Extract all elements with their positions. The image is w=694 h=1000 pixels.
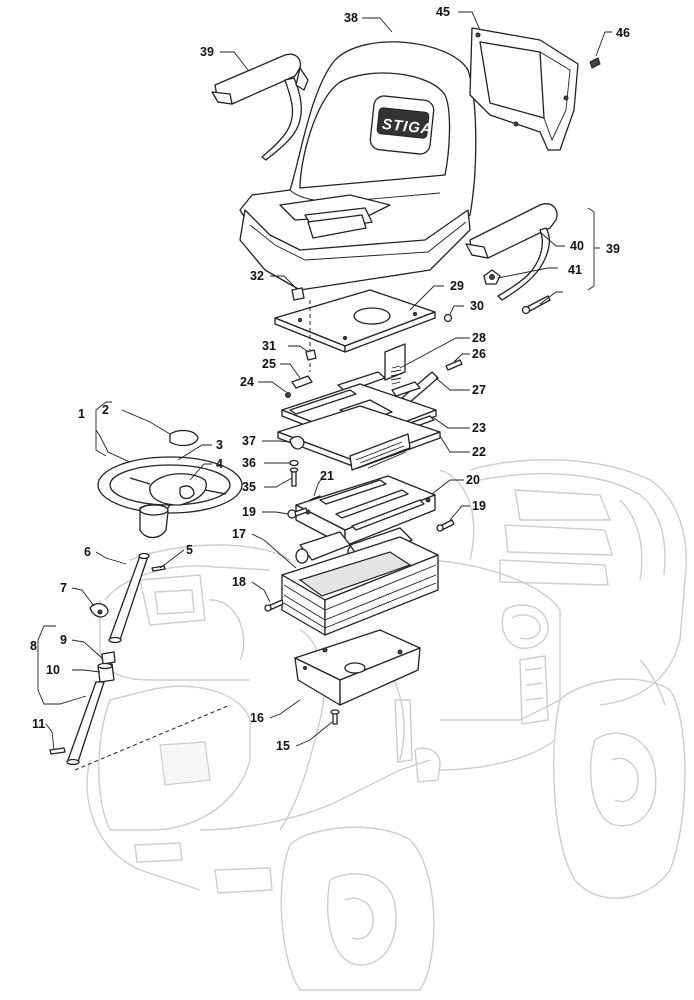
bolt-26 [445,359,463,371]
coupling-10 [97,662,115,683]
collar-9 [101,651,116,665]
callout-23: 23 [472,421,486,435]
callout-4: 4 [216,457,223,471]
callout-3: 3 [216,438,223,452]
callout-45: 45 [436,5,450,19]
suspension-unit-17 [281,527,439,636]
steering-cap-2 [169,429,199,447]
pin-5 [151,565,166,572]
tractor-outline [86,459,687,991]
callout-17: 17 [232,527,246,541]
bushing-7 [89,602,109,618]
callout-8: 8 [30,639,37,653]
slide-rail-plate-22 [277,405,441,471]
callout-27: 27 [472,383,486,397]
screw-35 [289,467,299,487]
nut-24 [285,392,291,398]
callout-31: 31 [262,339,276,353]
callout-30: 30 [470,299,484,313]
bolt-19-right [436,519,455,532]
callout-35: 35 [242,480,256,494]
callout-41: 41 [568,263,582,277]
callout-9: 9 [60,633,67,647]
callout-40: 40 [570,239,584,253]
bolt-41 [521,295,551,315]
callout-46: 46 [616,26,630,40]
steering-wheel-1 [97,456,243,539]
backrest-extension [469,27,579,151]
callout-36: 36 [242,456,256,470]
mounting-bracket-16 [294,629,421,706]
callout-15: 15 [276,739,290,753]
callout-39-right: 39 [606,242,620,256]
seat: STIGA [239,41,477,291]
callout-39-left: 39 [200,45,214,59]
callout-20: 20 [466,473,480,487]
screw-30 [443,313,453,323]
callout-2: 2 [102,403,109,417]
steering-shaft-lower [66,681,105,766]
nut-31 [305,349,317,361]
callout-32: 32 [250,269,264,283]
bolt-19-left [287,507,308,519]
callout-1: 1 [78,407,85,421]
callout-38: 38 [344,11,358,25]
callout-37: 37 [242,434,256,448]
steering-shaft-6 [108,552,150,644]
bolt-15 [330,709,340,725]
knob-37 [289,435,305,450]
callout-5: 5 [186,543,193,557]
armrest-left [211,53,309,161]
callout-19-right: 19 [472,499,486,513]
callout-10: 10 [46,663,60,677]
armrest-right [465,203,558,301]
screw-46 [589,57,601,69]
callout-28: 28 [472,331,486,345]
suspension-frame-20 [295,475,436,547]
callout-21: 21 [320,469,334,483]
callout-7: 7 [60,581,67,595]
washer-36 [289,459,299,467]
callout-labels: 38 45 46 39 39 40 41 32 29 30 31 28 26 2… [30,5,630,753]
callout-19-left: 19 [242,505,256,519]
knob-40 [483,269,501,285]
seat-mounting-plate [274,289,436,381]
spring-28 [390,365,402,385]
callout-16: 16 [250,711,264,725]
callout-24: 24 [240,375,254,389]
pin-11 [49,747,66,755]
callout-11: 11 [32,717,45,731]
rubber-stop-32 [291,287,305,301]
callout-25: 25 [262,357,276,371]
callout-26: 26 [472,347,486,361]
seat-logo: STIGA [381,116,433,138]
callout-29: 29 [450,279,464,293]
callout-6: 6 [84,545,91,559]
bolt-18 [264,599,284,612]
callout-22: 22 [472,445,486,459]
callout-18: 18 [232,575,246,589]
leader-lines [37,11,612,751]
